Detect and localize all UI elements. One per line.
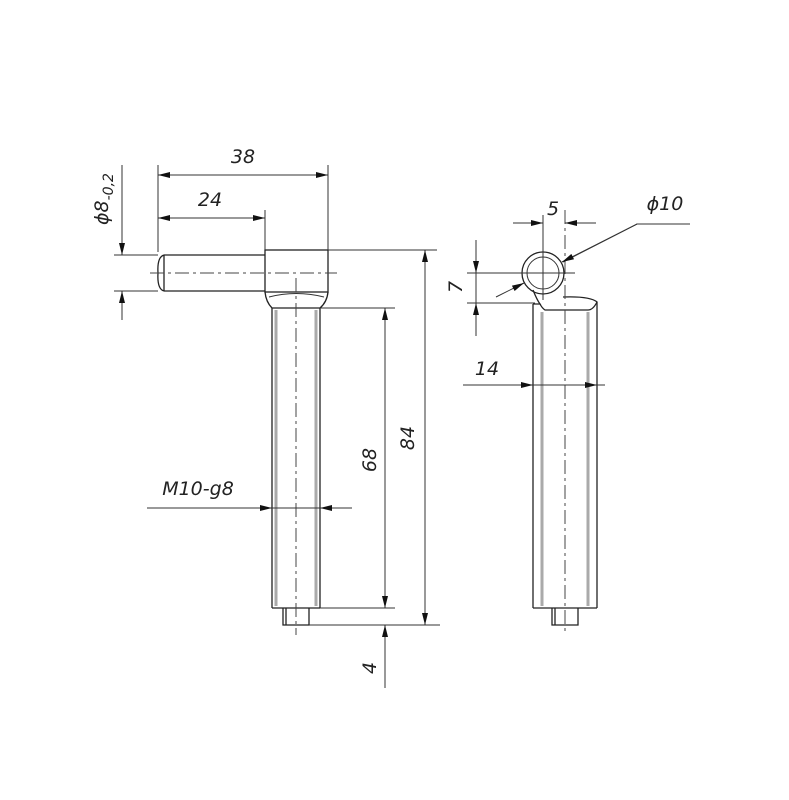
dim-14: 14 <box>463 358 605 388</box>
thread-label: M10-g8 <box>162 478 234 500</box>
dim-phi10-label: ϕ10 <box>647 193 684 215</box>
dim-phi10: ϕ10 <box>495 193 690 298</box>
dim-4: 4 <box>359 625 388 688</box>
front-view: 38 24 ϕ8-0,2 84 68 <box>91 146 440 688</box>
dim-14-label: 14 <box>475 358 499 380</box>
dim-7: 7 <box>445 240 575 336</box>
dim-phi8: ϕ8-0,2 <box>91 165 158 320</box>
dim-phi8-tolerance: -0,2 <box>101 173 117 200</box>
dim-24-label: 24 <box>198 189 222 211</box>
dim-5-label: 5 <box>547 198 559 220</box>
dim-7-label: 7 <box>445 281 467 293</box>
dim-phi8-label: ϕ8 <box>91 200 113 225</box>
dim-84: 84 <box>309 249 440 626</box>
pin-part <box>150 249 337 635</box>
dim-38-label: 38 <box>231 146 255 168</box>
dim-38: 38 <box>157 146 329 252</box>
svg-text:ϕ8-0,2: ϕ8-0,2 <box>91 173 117 225</box>
side-view: 5 ϕ10 7 14 <box>445 193 690 635</box>
dim-4-label: 4 <box>359 662 381 674</box>
dim-24: 24 <box>158 189 266 250</box>
dim-68: 68 <box>320 307 395 609</box>
side-part <box>521 210 598 635</box>
dim-84-label: 84 <box>397 426 419 450</box>
dim-5: 5 <box>513 198 596 300</box>
dim-thread: M10-g8 <box>147 478 352 511</box>
dim-68-label: 68 <box>359 448 381 472</box>
